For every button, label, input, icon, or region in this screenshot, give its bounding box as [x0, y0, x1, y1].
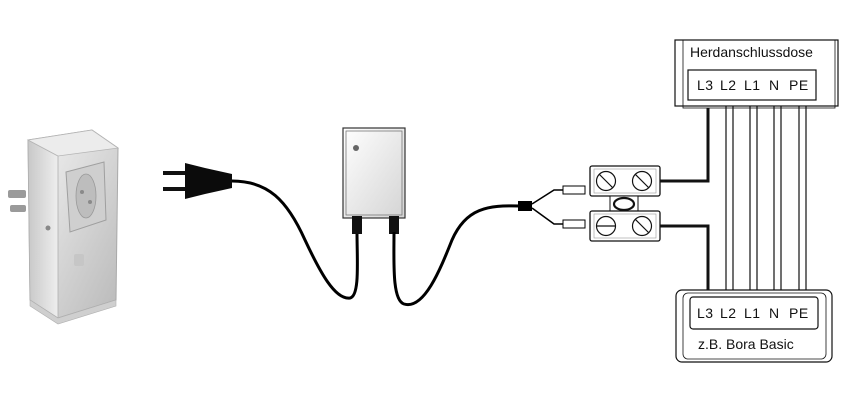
top-box-title: Herdanschlussdose	[690, 44, 813, 60]
cable-plug-to-relay	[231, 179, 359, 300]
bottom-box-title: z.B. Bora Basic	[698, 336, 794, 352]
bottom-terminal-pe: PE	[789, 305, 809, 321]
top-terminal-n: N	[769, 77, 780, 93]
cable-relay-to-splitter	[392, 204, 521, 306]
top-terminal-l3: L3	[697, 77, 714, 93]
cable-splitter	[518, 201, 532, 211]
lead-upper	[531, 189, 563, 205]
screw-terminal-block-icon	[589, 165, 661, 242]
bottom-terminal-l3: L3	[697, 305, 714, 321]
top-terminal-l1: L1	[744, 77, 761, 93]
through-wires	[725, 106, 807, 292]
bottom-terminal-n: N	[769, 305, 780, 321]
wireless-socket-adapter-icon	[8, 129, 120, 325]
wire-l3-lower	[660, 224, 710, 290]
top-terminal-l2: L2	[720, 77, 737, 93]
bottom-terminal-l2: L2	[720, 305, 737, 321]
top-junction-box	[674, 39, 839, 109]
lead-lower	[531, 207, 563, 225]
power-plug-icon	[163, 163, 232, 199]
bottom-terminal-l1: L1	[744, 305, 761, 321]
top-terminal-pe: PE	[789, 77, 809, 93]
relay-box-icon	[342, 127, 406, 234]
bottom-device-box	[675, 289, 833, 363]
wire-l3-upper	[660, 108, 710, 183]
